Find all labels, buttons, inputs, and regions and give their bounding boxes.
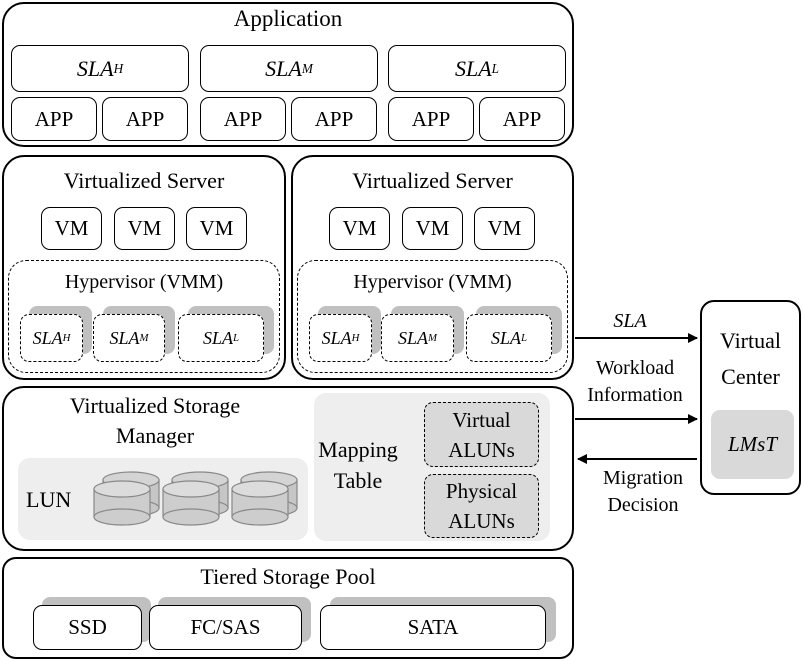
app-box: APP [479,97,565,141]
vm-box: VM [114,207,175,250]
tier-fc-sas: FC/SAS [149,605,302,650]
storage-manager-title-line1: Virtualized Storage [69,393,241,418]
server-title: Virtualized Server [352,168,513,193]
physical-aluns-line1: Physical [445,479,518,503]
vm-box: VM [41,207,102,250]
storage-manager-title-line2: Manager [115,423,195,448]
storage-pool-title: Tiered Storage Pool [200,564,376,589]
virtual-center-title-line1: Virtual [720,328,781,353]
disk-stack-3 [231,471,298,526]
virtual-aluns-box: Virtual ALUNs [424,402,539,467]
virtual-aluns-line1: Virtual [452,407,511,432]
physical-aluns-line2: ALUNs [448,509,515,533]
server-title: Virtualized Server [63,168,225,193]
disk-stack-2 [162,471,229,526]
workload-arrow-label-line2: Information [587,384,683,406]
mapping-label-line1: Mapping [318,437,398,462]
physical-aluns-box: Physical ALUNs [424,474,539,538]
tier-sata: SATA [320,605,546,650]
tier-ssd: SSD [33,605,142,650]
mapping-label-line2: Table [333,468,383,493]
app-box: APP [388,97,474,141]
disk-stack-1 [93,471,160,526]
lun-label: LUN [26,487,72,512]
sla-arrow-label: SLA [613,310,647,332]
vm-box: VM [402,207,463,250]
application-title: Application [233,6,343,31]
virtual-aluns-line2: ALUNs [448,437,515,462]
lmst-box: LMsT [711,410,794,479]
vm-box: VM [329,207,390,250]
app-box: APP [102,97,188,141]
vm-box: VM [474,207,535,250]
migration-arrow-label-line2: Decision [607,494,679,516]
vm-box: VM [186,207,247,250]
app-box: APP [200,97,286,141]
hypervisor-label: Hypervisor (VMM) [353,271,512,293]
app-box: APP [291,97,377,141]
migration-arrow-label-line1: Migration [603,467,683,489]
virtual-center-title-line2: Center [721,364,780,389]
workload-arrow-label-line1: Workload [595,357,675,379]
app-box: APP [11,97,97,141]
hypervisor-label: Hypervisor (VMM) [64,271,224,293]
